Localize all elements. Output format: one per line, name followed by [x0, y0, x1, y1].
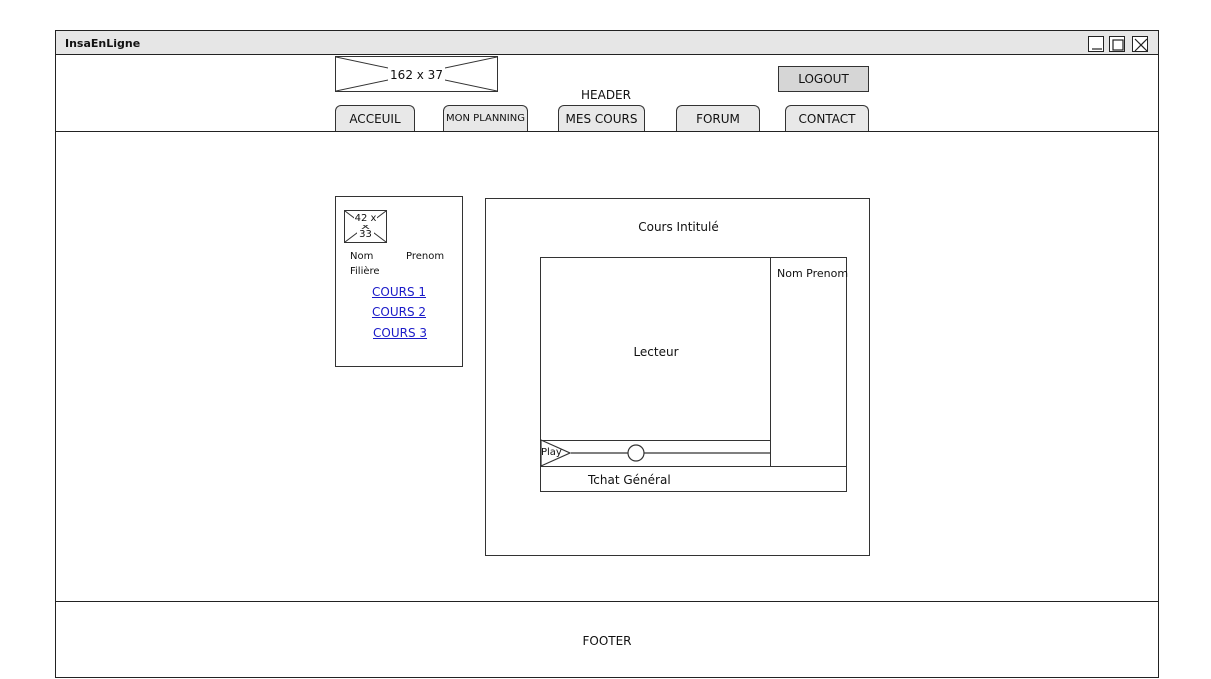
course-link-3[interactable]: COURS 3 — [373, 326, 428, 340]
header: 162 x 37 HEADER LOGOUT ACCEUIL MON PLANN… — [56, 55, 1158, 132]
close-icon — [1134, 38, 1148, 52]
maximize-icon — [1112, 39, 1124, 51]
logo-placeholder-label: 162 x 37 — [390, 68, 443, 82]
title-bar: InsaEnLigne — [56, 31, 1158, 55]
maximize-button[interactable] — [1109, 36, 1125, 52]
user-nom: Nom — [350, 251, 374, 262]
tab-acceuil[interactable]: ACCEUIL — [335, 105, 415, 131]
avatar-placeholder: 42 x 33 — [344, 210, 387, 243]
header-label: HEADER — [581, 88, 631, 102]
close-button[interactable] — [1132, 36, 1148, 52]
window-title: InsaEnLigne — [65, 37, 141, 50]
footer-label: FOOTER — [582, 634, 632, 648]
chat-label: Tchat Général — [588, 473, 671, 487]
course-panel: Cours Intitulé Lecteur Nom Prenom Play — [485, 198, 870, 556]
profile-panel: 42 x 33 Nom Prenom Filière COURS 1 COURS… — [335, 196, 463, 367]
logout-button[interactable]: LOGOUT — [778, 66, 869, 92]
course-link-1[interactable]: COURS 1 — [372, 285, 427, 299]
logo-placeholder: 162 x 37 — [335, 56, 498, 92]
player-controls: Play — [540, 439, 773, 467]
player-frame: Lecteur Nom Prenom Play Tchat Général — [540, 257, 848, 492]
tab-mes-cours[interactable]: MES COURS — [558, 105, 645, 131]
general-chat[interactable]: Tchat Général — [541, 466, 846, 491]
tab-contact[interactable]: CONTACT — [785, 105, 869, 131]
course-link-2[interactable]: COURS 2 — [372, 305, 427, 319]
minimize-icon — [1092, 48, 1102, 50]
course-title: Cours Intitulé — [638, 220, 719, 234]
video-player[interactable]: Lecteur — [541, 258, 771, 441]
seek-handle-icon — [627, 444, 645, 462]
player-label: Lecteur — [633, 345, 679, 359]
minimize-button[interactable] — [1088, 36, 1104, 52]
avatar-icon — [345, 211, 386, 242]
tab-mon-planning[interactable]: MON PLANNING — [443, 105, 528, 131]
participant-name: Nom Prenom — [777, 267, 849, 280]
avatar-size-top: 42 x — [354, 213, 377, 224]
image-placeholder-icon — [336, 57, 497, 91]
footer: FOOTER — [56, 601, 1158, 677]
play-button[interactable]: Play — [541, 447, 562, 458]
avatar-size-bottom: 33 — [359, 229, 372, 240]
play-button-shape — [540, 439, 572, 467]
tab-forum[interactable]: FORUM — [676, 105, 760, 131]
participants-list: Nom Prenom — [770, 258, 848, 466]
app-window: InsaEnLigne 162 x 37 HEADER LOGOUT ACCEU… — [55, 30, 1159, 678]
seek-bar[interactable] — [571, 444, 773, 464]
user-filiere: Filière — [350, 266, 380, 277]
user-prenom: Prenom — [406, 251, 445, 262]
